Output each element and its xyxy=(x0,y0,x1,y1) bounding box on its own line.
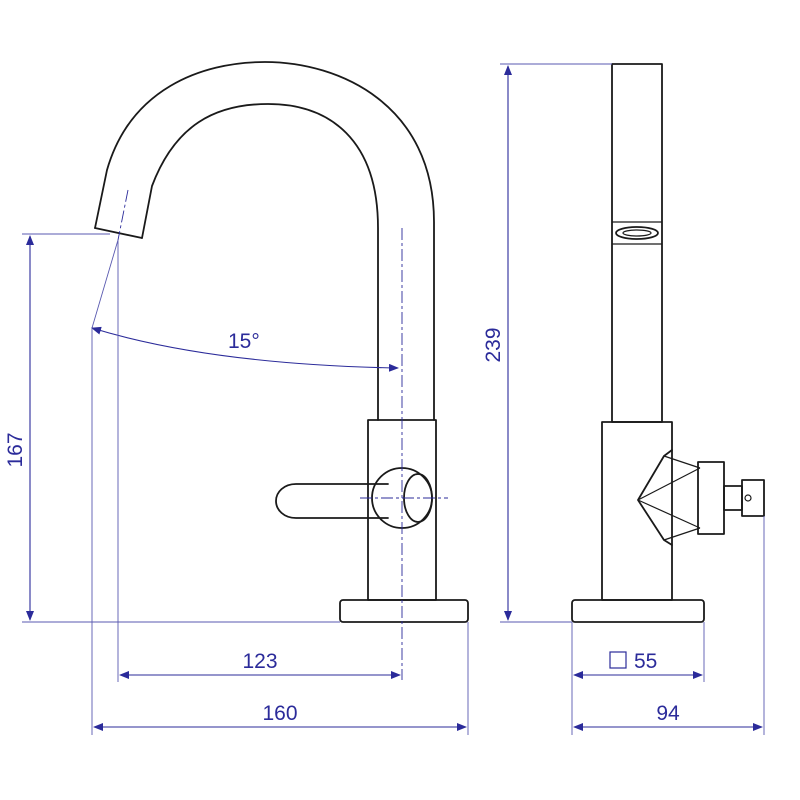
side-riser xyxy=(611,63,663,423)
side-depth-label: 94 xyxy=(656,702,680,725)
base-square-label: 55 xyxy=(634,650,657,673)
spout-reach-label: 123 xyxy=(242,650,277,673)
depth-94-dimension: 94 xyxy=(573,516,765,735)
spout-height-label: 167 xyxy=(4,432,27,467)
angle-dimension: 15° xyxy=(91,239,399,372)
base-55-dimension: 55 xyxy=(571,622,705,735)
width-160-dimension: 160 xyxy=(91,328,469,735)
square-symbol xyxy=(609,651,627,669)
angle-label: 15° xyxy=(228,330,260,353)
spout-outer-curve xyxy=(94,61,435,421)
total-height-label: 239 xyxy=(482,327,505,362)
side-handle-block xyxy=(697,461,725,535)
total-width-label: 160 xyxy=(262,702,297,725)
side-base xyxy=(571,599,705,623)
spout-inner-curve xyxy=(141,103,379,421)
front-view xyxy=(94,61,469,680)
side-view xyxy=(571,63,765,623)
spout-tip xyxy=(94,227,143,239)
spout-centerline xyxy=(117,189,129,241)
side-handle-knob xyxy=(741,479,765,517)
aerator xyxy=(615,226,659,240)
side-handle-cap xyxy=(723,485,743,511)
height-167-dimension: 167 xyxy=(4,233,340,623)
handle-lever xyxy=(275,483,389,519)
faucet-base xyxy=(339,599,469,623)
height-239-dimension: 239 xyxy=(482,63,612,623)
reach-123-dimension: 123 xyxy=(117,240,401,682)
